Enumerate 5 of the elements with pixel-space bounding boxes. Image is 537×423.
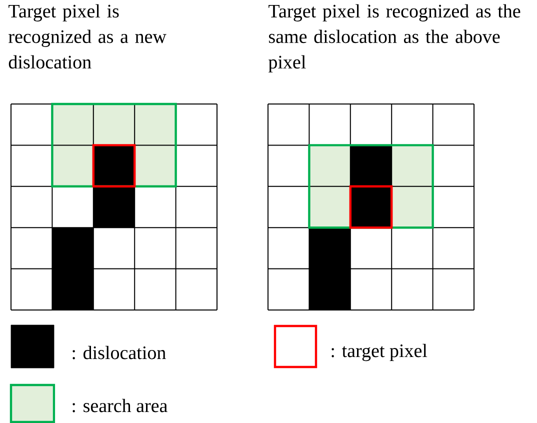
legend-label: : dislocation — [72, 346, 166, 360]
legend-label: : search area — [72, 398, 168, 412]
legend-label: : target pixel — [332, 344, 428, 362]
panel-heading: Target pixel is recognized as a new dislocation — [8, 4, 166, 69]
panel-heading: Target pixel is recognized as the same dislocation as the above pixel — [268, 4, 520, 72]
